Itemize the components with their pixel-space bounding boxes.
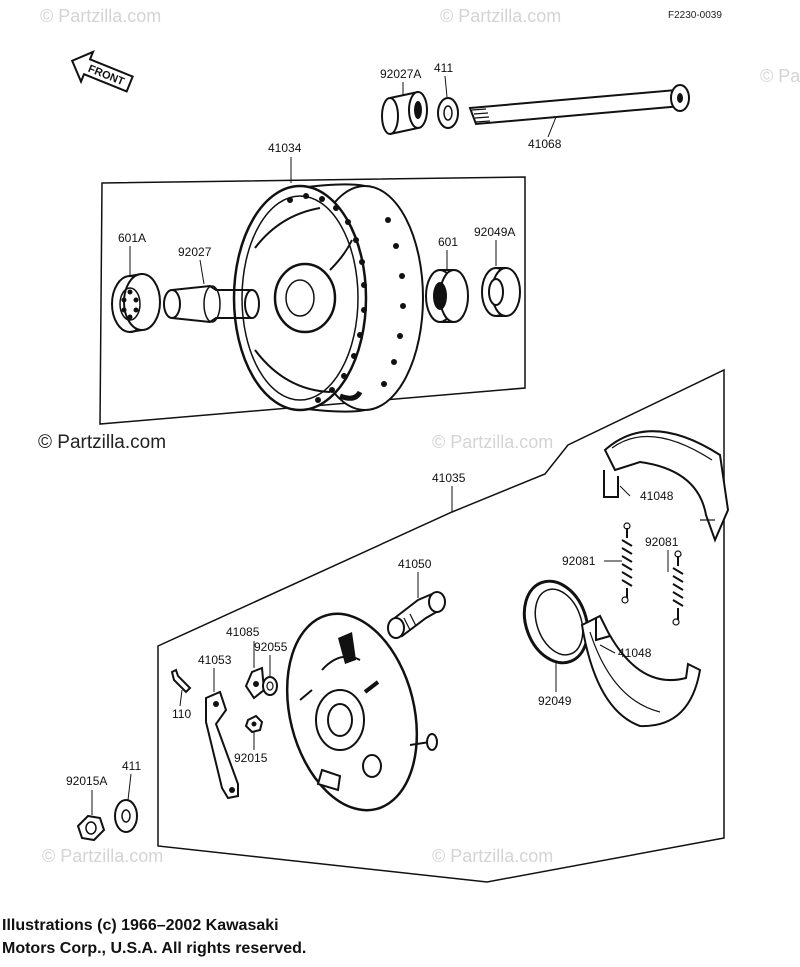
watermark: © Partzilla.com <box>760 66 800 86</box>
washer-411-top <box>437 97 459 129</box>
front-arrow: FRONT <box>70 50 134 93</box>
spring-92081-left <box>621 522 633 604</box>
wheel-hub-41034 <box>232 183 424 413</box>
callout-92027: 92027 <box>178 245 212 259</box>
watermark: © Partzilla.com <box>432 846 553 866</box>
callout-601A: 601A <box>118 231 146 245</box>
hub-spacer-92027 <box>163 284 260 324</box>
callout-92015: 92015 <box>234 751 268 765</box>
copyright-line-1: Illustrations (c) 1966–2002 Kawasaki <box>2 917 279 934</box>
spring-92081-right <box>672 550 684 626</box>
washer-411-bottom <box>114 799 138 833</box>
callout-92015A: 92015A <box>66 774 107 788</box>
cam-lever-41085 <box>244 666 266 700</box>
bolt-110 <box>170 668 192 694</box>
callout-41035: 41035 <box>432 471 466 485</box>
callout-92049A: 92049A <box>474 225 515 239</box>
watermark: © Partzilla.com <box>42 846 163 866</box>
callout-41085: 41085 <box>226 625 260 639</box>
callout-411-top: 411 <box>434 61 453 75</box>
hub-assembly-box <box>99 176 526 425</box>
callout-41068: 41068 <box>528 137 562 151</box>
watermark: © Partzilla.com <box>40 6 161 26</box>
spacer-92027A <box>381 91 428 135</box>
bearing-601 <box>425 269 469 323</box>
callout-41048-top: 41048 <box>640 489 674 503</box>
seal-92049A <box>481 267 521 317</box>
copyright-line-2: Motors Corp., U.S.A. All rights reserved… <box>2 940 307 957</box>
seal-92049 <box>522 579 590 665</box>
callout-411-bottom: 411 <box>122 759 141 773</box>
brake-arm-41053 <box>205 690 239 800</box>
callout-41034: 41034 <box>268 141 302 155</box>
callout-92055: 92055 <box>254 640 288 654</box>
callout-41050: 41050 <box>398 557 432 571</box>
callout-601: 601 <box>438 235 458 249</box>
copyright-notice: Illustrations (c) 1966–2002 Kawasaki Mot… <box>2 914 562 960</box>
brake-panel <box>285 612 438 812</box>
watermark: © Partzilla.com <box>440 6 561 26</box>
exploded-parts-diagram: © Partzilla.com © Partzilla.com © Partzi… <box>38 6 800 883</box>
brake-assembly-box <box>157 368 725 883</box>
axle-nut-92015A <box>76 814 106 842</box>
nut-92015 <box>244 714 264 734</box>
brake-shoe-41048-top <box>603 430 730 543</box>
bearing-601A <box>111 273 161 333</box>
brake-cam-41050 <box>387 591 446 639</box>
callout-110: 110 <box>172 707 191 721</box>
callout-92049: 92049 <box>538 694 572 708</box>
callout-92081-right: 92081 <box>645 535 679 549</box>
callout-92081-left: 92081 <box>562 554 596 568</box>
axle-41068 <box>468 84 690 126</box>
diagram-code: F2230-0039 <box>668 10 722 21</box>
watermark: © Partzilla.com <box>38 432 166 453</box>
callout-41053: 41053 <box>198 653 232 667</box>
callout-92027A: 92027A <box>380 67 421 81</box>
callout-41048-bottom: 41048 <box>618 646 652 660</box>
brake-shoe-41048-bottom <box>580 614 702 728</box>
watermark: © Partzilla.com <box>432 432 553 452</box>
washer-92055 <box>262 676 278 696</box>
